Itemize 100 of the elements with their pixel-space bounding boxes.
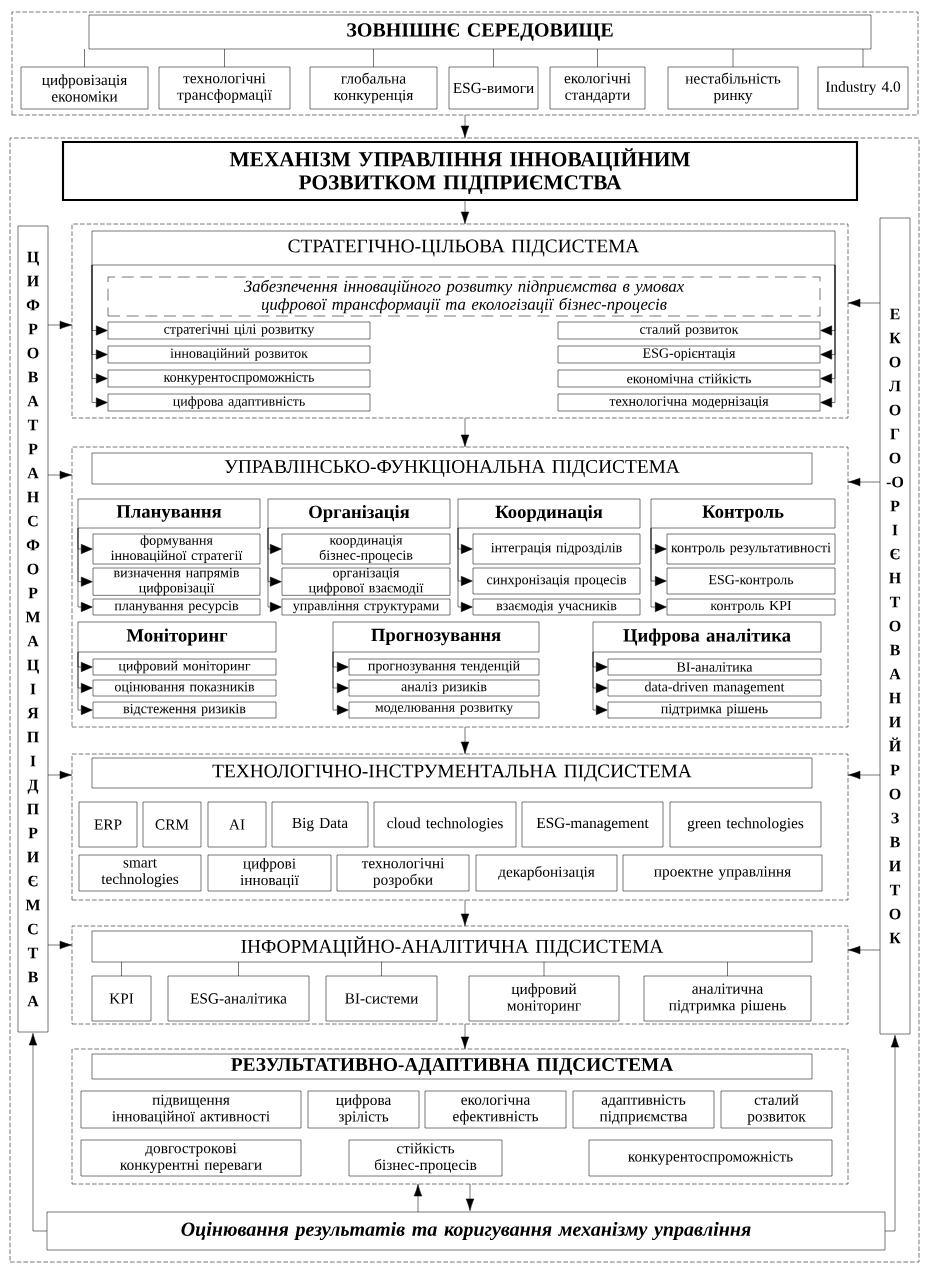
function-header: Контроль (650, 498, 836, 529)
title-box: ЗОВНІШНЄ СЕРЕДОВИЩЕ (88, 14, 872, 50)
item-box: планування ресурсів (92, 598, 261, 616)
item-box: CRM (142, 801, 202, 848)
dashed-frame (71, 223, 849, 419)
dashed-frame (71, 925, 849, 1025)
item-box: cloud technologies (373, 801, 517, 848)
arrow (332, 651, 349, 715)
item-box: організація цифрової взаємодії (281, 567, 451, 596)
item-box: цифровізація економіки (20, 66, 149, 110)
connector-line (121, 961, 122, 977)
arrow (28, 1033, 48, 1232)
item-box: цифрові інновації (207, 854, 332, 892)
arrow (460, 1023, 470, 1050)
item-box: контроль KPI (666, 598, 836, 616)
side-panel: ЦИФРОВА ТРАНСФОРМАЦІЯ ПІДПРИЄМСТВА (17, 225, 49, 1033)
item-box: прогнозування тенденцій (348, 658, 540, 676)
item-box: стратегічні цілі розвитку (107, 321, 371, 340)
item-box: green technologies (669, 801, 822, 848)
item-box: аналіз ризиків (348, 679, 540, 697)
item-box: відстеження ризиків (92, 701, 277, 719)
item-box: адаптивність підприємства (572, 1090, 715, 1129)
arrow (47, 470, 73, 480)
arrow (47, 320, 73, 330)
title-box: МЕХАНІЗМ УПРАВЛІННЯ ІННОВАЦІЙНИМ РОЗВИТКОМ ПІДПРИЄМСТВА (61, 140, 859, 202)
function-header: Планування (77, 498, 261, 529)
item-box: технологічні трансформації (158, 66, 291, 110)
connector-line (84, 48, 85, 68)
item-box: стійкість бізнес-процесів (348, 1139, 503, 1177)
item-box: data-driven management (607, 679, 822, 697)
connector-line (238, 961, 239, 977)
arrow (650, 527, 667, 612)
item-box: синхронізація процесів (472, 567, 641, 595)
arrow (465, 1183, 475, 1211)
item-box: сталий розвиток (720, 1090, 833, 1129)
title-box: СТРАТЕГІЧНО-ЦІЛЬОВА ПІДСИСТЕМА (91, 230, 836, 266)
item-box: ERP (78, 801, 138, 848)
item-box: взаємодія учасників (472, 598, 641, 616)
item-box: моделювання розвитку (348, 701, 540, 719)
item-box: декарбонізація (475, 854, 618, 892)
item-box: довгострокові конкурентні переваги (80, 1139, 302, 1177)
arrow (413, 1183, 423, 1213)
arrow (47, 940, 73, 950)
arrow (847, 298, 881, 308)
item-box: цифровий моніторинг (92, 658, 277, 676)
item-box: ESG-орієнтація (557, 345, 821, 364)
arrow (592, 651, 608, 715)
item-box: BI-системи (325, 975, 438, 1022)
arrow (460, 114, 470, 139)
arrow (47, 770, 73, 780)
arrow (847, 477, 881, 487)
item-box: аналітична підтримка рішень (643, 975, 812, 1022)
item-box: управління структурами (281, 598, 451, 616)
item-box: Big Data (271, 801, 369, 848)
item-box: екологічні стандарти (549, 66, 646, 110)
item-box: цифрова адаптивність (107, 393, 371, 412)
item-box: конкурентоспроможність (107, 369, 371, 388)
item-box: проектне управління (622, 854, 823, 892)
dashed-frame (9, 137, 920, 1263)
title-box: ІНФОРМАЦІЙНО-АНАЛІТИЧНА ПІДСИСТЕМА (91, 930, 813, 963)
item-box: сталий розвиток (557, 321, 821, 340)
function-header: Координація (457, 498, 641, 529)
item-box: технологічні розробки (336, 854, 470, 892)
arrow (77, 527, 93, 612)
item-box: ESG-вимоги (448, 66, 539, 110)
arrow (460, 726, 470, 755)
item-box: глобальна конкуренція (309, 66, 438, 110)
item-box: smart technologies (78, 854, 202, 892)
function-header: Цифрова аналітика (592, 621, 822, 653)
dashed-frame (71, 1048, 849, 1185)
arrow (460, 417, 470, 448)
arrow (460, 199, 470, 225)
goal-box: Забезпечення інноваційного розвитку підприємства в умовах цифрової трансформації та екологізації бізнес-процесів (107, 276, 821, 317)
item-box: контроль результативності (666, 533, 836, 565)
item-box: AI (207, 801, 267, 848)
connector-line (493, 48, 494, 68)
arrow (267, 527, 282, 612)
connector-line (862, 48, 864, 68)
connector-line (224, 48, 225, 68)
item-box: ESG-аналітика (167, 975, 310, 1022)
item-box: координація бізнес-процесів (281, 533, 451, 565)
title-box: ТЕХНОЛОГІЧНО-ІНСТРУМЕНТАЛЬНА ПІДСИСТЕМА (91, 757, 813, 789)
item-box: оцінювання показників (92, 679, 277, 697)
title-box: УПРАВЛІНСЬКО-ФУНКЦІОНАЛЬНА ПІДСИСТЕМА (91, 452, 813, 485)
arrow (847, 770, 881, 780)
item-box: технологічна модернізація (557, 393, 821, 412)
dashed-frame (71, 446, 849, 728)
item-box: KPI (91, 975, 152, 1022)
arrow (884, 1035, 900, 1232)
connector-line (732, 48, 734, 68)
arrow (91, 264, 108, 408)
connector-line (381, 961, 382, 977)
item-box: конкурентоспроможність (588, 1139, 833, 1177)
item-box: економічна стійкість (557, 369, 821, 388)
item-box: інтеграція підрозділів (472, 533, 641, 565)
feedback-box: Оцінювання результатів та коригування механізму управління (46, 1211, 886, 1251)
arrow (820, 264, 836, 408)
item-box: ESG-контроль (666, 567, 836, 595)
arrow (847, 945, 881, 955)
item-box: екологічна ефективність (424, 1090, 567, 1129)
